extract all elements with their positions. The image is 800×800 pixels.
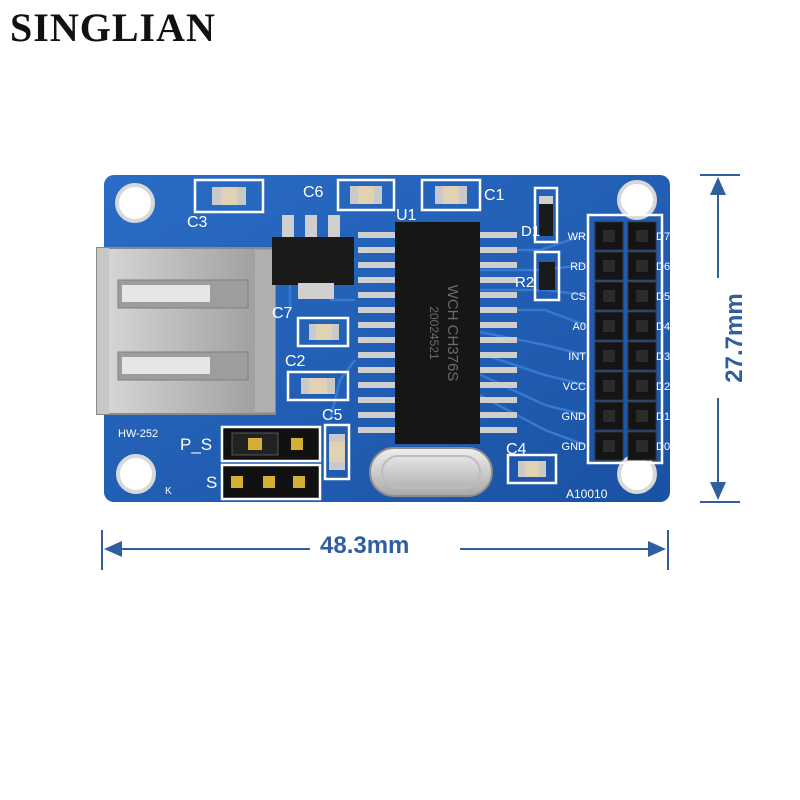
- smd-components: [193, 178, 561, 485]
- pin-label-right: D2: [656, 381, 670, 393]
- pin-label-left: WR: [568, 231, 586, 243]
- brand-logo: SINGLIAN: [10, 5, 216, 50]
- label-r2: R2: [515, 274, 534, 291]
- chip-marking-top: WCH CH376S: [444, 285, 461, 382]
- label-c7: C7: [272, 305, 293, 322]
- header-pin-base: [594, 281, 624, 311]
- label-k: K: [165, 486, 172, 497]
- pin-label-right: D3: [656, 351, 670, 363]
- pin-label-left: RD: [570, 261, 586, 273]
- chip-pin: [358, 307, 396, 313]
- header-pin: [603, 410, 615, 422]
- header-pin: [636, 350, 648, 362]
- header-pin: [636, 410, 648, 422]
- ch376s-chip: WCH CH376S 20024521: [358, 222, 517, 444]
- pin-label-right: D5: [656, 291, 670, 303]
- chip-pin: [479, 427, 517, 433]
- pin-label-right: D1: [656, 411, 670, 423]
- header-pin: [603, 290, 615, 302]
- dimension-lines: [101, 174, 740, 570]
- header-pin: [603, 320, 615, 332]
- header-pin: [636, 260, 648, 272]
- chip-pin: [479, 247, 517, 253]
- chip-pin: [479, 382, 517, 388]
- header-pin: [636, 440, 648, 452]
- pin-label-left: GND: [562, 441, 587, 453]
- header-pin: [603, 380, 615, 392]
- height-dimension-label: 27.7mm: [721, 293, 748, 383]
- chip-pin: [479, 277, 517, 283]
- chip-pin: [358, 382, 396, 388]
- label-c1: C1: [484, 187, 505, 204]
- mounting-holes: [115, 180, 657, 494]
- pin-label-right: D0: [656, 441, 670, 453]
- label-c5: C5: [322, 407, 343, 424]
- chip-pin: [479, 292, 517, 298]
- width-dimension-label: 48.3mm: [320, 532, 410, 559]
- chip-pin: [358, 397, 396, 403]
- pin-label-left: GND: [562, 411, 587, 423]
- header-pin: [636, 320, 648, 332]
- chip-pin: [358, 352, 396, 358]
- crystal-oscillator: [369, 447, 493, 497]
- jumper-label-ps: P_S: [180, 435, 212, 454]
- header-pin-base: [594, 341, 624, 371]
- pin-label-left: INT: [568, 351, 586, 363]
- pin-header-2x8: [586, 213, 664, 465]
- header-pin: [636, 290, 648, 302]
- jumper-headers: [220, 425, 322, 501]
- chip-pin: [358, 367, 396, 373]
- board-model: HW-252: [118, 428, 158, 440]
- chip-pin: [358, 232, 396, 238]
- pin-label-right: D6: [656, 261, 670, 273]
- header-pin-base: [627, 251, 657, 281]
- label-c3: C3: [187, 214, 208, 231]
- chip-pin: [358, 292, 396, 298]
- chip-pin: [479, 412, 517, 418]
- usb-a-connector: [96, 247, 276, 415]
- chip-pin: [358, 412, 396, 418]
- pin-label-left: CS: [571, 291, 586, 303]
- label-c4: C4: [506, 441, 527, 458]
- jumper-label-s: S: [206, 473, 217, 492]
- label-d1: D1: [521, 223, 540, 240]
- chip-pin: [358, 427, 396, 433]
- header-pin: [636, 380, 648, 392]
- chip-pin: [358, 277, 396, 283]
- silkscreen-labels: C3 C6 C1 U1 D1 R2 C7 C2 C5 C4 K HW-252 P…: [118, 184, 670, 501]
- chip-pin: [358, 322, 396, 328]
- chip-pin: [479, 397, 517, 403]
- chip-pin: [479, 232, 517, 238]
- header-pin: [603, 350, 615, 362]
- header-pin: [603, 440, 615, 452]
- chip-pin: [358, 247, 396, 253]
- chip-pin: [479, 307, 517, 313]
- pin-label-left: A0: [573, 321, 586, 333]
- header-pin: [636, 230, 648, 242]
- header-pin: [603, 230, 615, 242]
- voltage-regulator: [272, 215, 354, 299]
- pin-label-right: D4: [656, 321, 670, 333]
- label-u1: U1: [396, 207, 417, 224]
- label-c6: C6: [303, 184, 324, 201]
- chip-pin: [479, 367, 517, 373]
- chip-pin: [479, 322, 517, 328]
- chip-pin: [479, 352, 517, 358]
- chip-marking-bottom: 20024521: [427, 306, 441, 360]
- board-code: A10010: [566, 487, 608, 501]
- chip-pin: [479, 262, 517, 268]
- pin-label-right: D7: [656, 231, 670, 243]
- label-c2: C2: [285, 353, 306, 370]
- header-pin: [603, 260, 615, 272]
- pin-label-left: VCC: [563, 381, 586, 393]
- chip-pin: [479, 337, 517, 343]
- chip-pin: [358, 262, 396, 268]
- chip-pin: [358, 337, 396, 343]
